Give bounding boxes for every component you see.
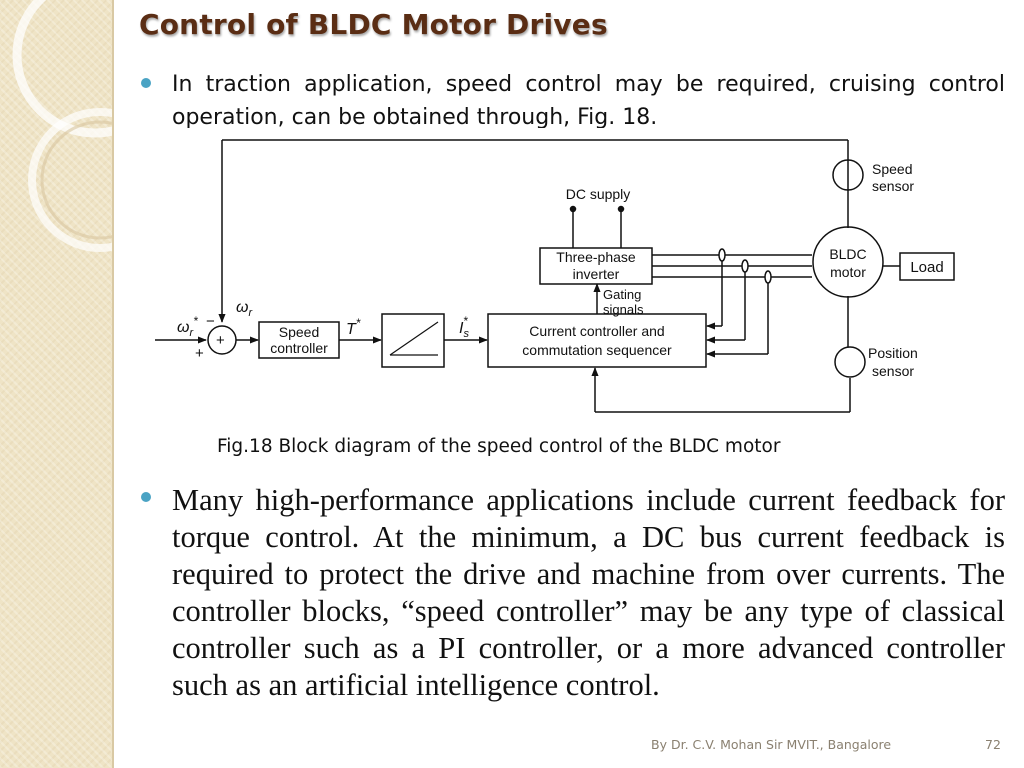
load-block xyxy=(899,252,955,281)
load-label: Load xyxy=(910,259,943,276)
sidebar-rings xyxy=(12,0,112,252)
footer-author: By Dr. C.V. Mohan Sir MVIT., Bangalore xyxy=(651,737,892,752)
decorative-sidebar xyxy=(0,0,112,768)
speed-sensor xyxy=(832,159,864,191)
bldc-motor-label-1: BLDC xyxy=(829,246,866,262)
gating-signals-label-1: Gating xyxy=(603,287,641,302)
sum-plus: + xyxy=(216,332,225,349)
block-diagram: + − + ωr* ωr Speed controller T* Is* Cur… xyxy=(155,139,955,413)
speed-feedback-loop xyxy=(218,139,849,323)
dc-terminal-positive xyxy=(569,205,577,213)
speed-reference-label: ωr* xyxy=(177,314,198,339)
sign-minus: − xyxy=(206,313,215,330)
current-controller-block xyxy=(487,313,707,368)
dc-terminal-negative xyxy=(617,205,625,213)
slide-title: Control of BLDC Motor Drives xyxy=(139,8,608,41)
sign-plus: + xyxy=(195,345,204,362)
bldc-motor-label-2: motor xyxy=(830,264,866,280)
inverter-label-2: inverter xyxy=(573,266,620,282)
speed-sensor-label-2: sensor xyxy=(872,178,914,194)
current-controller-label-2: commutation sequencer xyxy=(522,342,672,358)
bullet-text-2: Many high-performance applications inclu… xyxy=(172,483,1005,702)
current-reference-label: Is* xyxy=(459,314,469,340)
sidebar-divider xyxy=(112,0,114,768)
torque-to-current-block xyxy=(381,313,445,368)
position-sensor xyxy=(834,346,866,378)
inverter-label-1: Three-phase xyxy=(556,249,636,265)
limiter-slope xyxy=(389,321,439,356)
position-feedback-loop xyxy=(591,367,851,413)
torque-reference-label: T* xyxy=(346,316,361,338)
bullet-text-1: In traction application, speed control m… xyxy=(172,72,1005,128)
figure-caption: Fig.18 Block diagram of the speed contro… xyxy=(217,436,781,457)
bullet-marker xyxy=(141,492,151,502)
bldc-motor xyxy=(812,226,884,298)
position-sensor-label-2: sensor xyxy=(872,363,914,379)
speed-controller-label-2: controller xyxy=(270,340,328,356)
three-phase-lines xyxy=(652,254,812,278)
speed-sensor-label-1: Speed xyxy=(872,161,912,177)
speed-controller-label-1: Speed xyxy=(279,324,319,340)
position-sensor-label-1: Position xyxy=(868,345,918,361)
bullet-marker xyxy=(141,78,151,88)
page-number: 72 xyxy=(985,737,1001,752)
dc-supply-label: DC supply xyxy=(566,186,631,202)
current-sensor-feedback xyxy=(706,248,772,358)
current-controller-label-1: Current controller and xyxy=(529,323,664,339)
speed-feedback-label: ωr xyxy=(236,299,253,319)
gating-signals-label-2: signals xyxy=(603,302,644,317)
